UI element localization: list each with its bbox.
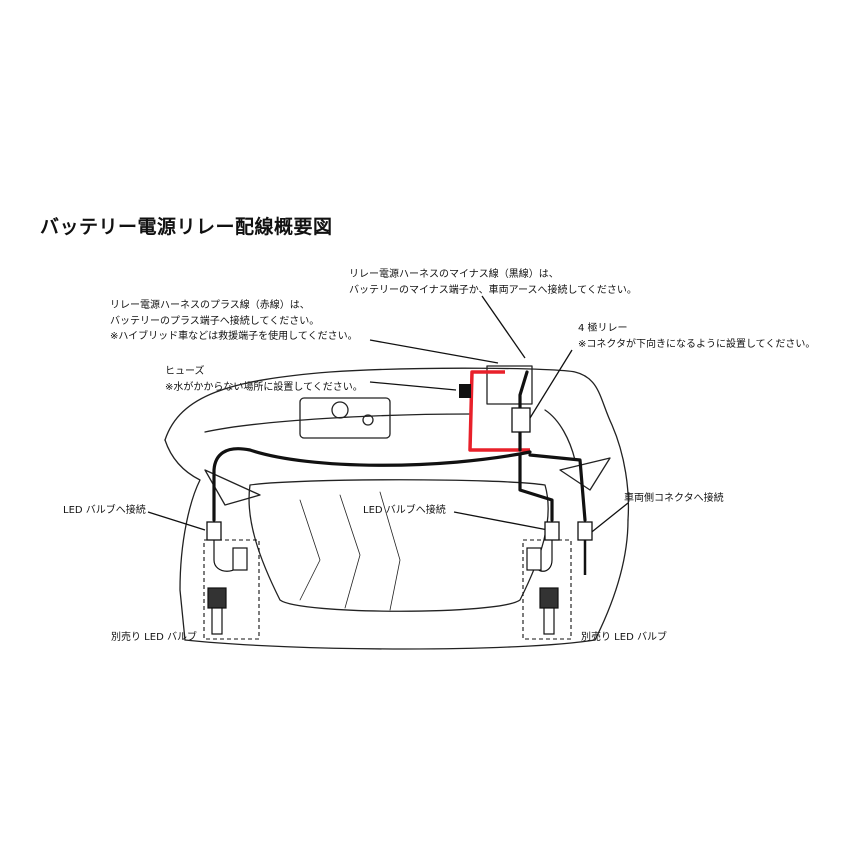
minus-wire-note-line-2: バッテリーのマイナス端子か、車両アースへ接続してください。 <box>349 284 637 296</box>
hood-outline <box>164 367 630 521</box>
relay-note-line-1: 4 極リレー <box>578 323 628 334</box>
minus-wire-note-line-1: リレー電源ハーネスのマイナス線（黒線）は、 <box>349 269 559 280</box>
bulb-right-body <box>526 547 542 571</box>
spindle-grille <box>248 479 549 612</box>
bulb-right-base <box>539 587 559 609</box>
right-fender <box>594 519 629 641</box>
plus-wire-note: リレー電源ハーネスのプラス線（赤線）は、 バッテリーのプラス端子へ接続してくださ… <box>110 298 358 345</box>
pointer-minus <box>481 295 526 359</box>
led-connect-center-label: LED バルブへ接続 <box>363 505 446 516</box>
engine-cap-1 <box>331 401 349 419</box>
led-connect-left-label: LED バルブへ接続 <box>63 505 146 516</box>
connector-center <box>544 521 560 541</box>
grille-inner <box>299 491 401 611</box>
fuse-note: ヒューズ ※水がかからない場所に設置してください。 <box>165 364 363 395</box>
battery-box <box>486 365 533 405</box>
bulb-left-tip <box>211 607 223 635</box>
fuse-note-line-1: ヒューズ <box>165 366 205 377</box>
minus-wire-note: リレー電源ハーネスのマイナス線（黒線）は、 バッテリーのマイナス端子か、車両アー… <box>349 267 637 298</box>
plus-wire <box>468 370 530 452</box>
harness-right <box>518 453 554 522</box>
pointer-vehicle <box>587 502 629 536</box>
bulb-left-base <box>207 587 227 609</box>
diagram-title: バッテリー電源リレー配線概要図 <box>40 216 333 238</box>
pointer-led-center <box>453 511 549 531</box>
engine-bay-right <box>544 409 576 461</box>
connector-vehicle <box>577 521 593 541</box>
bulb-left-body <box>232 547 248 571</box>
fuse-note-line-2: ※水がかからない場所に設置してください。 <box>165 381 363 393</box>
pointer-plus <box>369 339 499 364</box>
relay-note-line-2: ※コネクタが下向きになるように設置してください。 <box>578 338 816 350</box>
plus-wire-note-line-3: ※ハイブリッド車などは救援端子を使用してください。 <box>110 331 358 342</box>
plus-wire-note-line-1: リレー電源ハーネスのプラス線（赤線）は、 <box>110 300 310 311</box>
relay <box>511 407 531 433</box>
engine-bay-edge <box>204 413 471 433</box>
harness-left <box>212 447 532 522</box>
engine-block <box>299 397 391 439</box>
plus-wire-note-line-2: バッテリーのプラス端子へ接続してください。 <box>110 315 320 327</box>
pointer-relay <box>529 349 573 419</box>
bumper-bottom <box>184 639 596 650</box>
right-headlight <box>559 457 611 491</box>
vehicle-connector-label: 車両側コネクタへ接続 <box>624 493 724 504</box>
bulb-box-right <box>522 539 572 640</box>
pointer-fuse <box>369 381 457 391</box>
engine-cap-2 <box>362 414 374 426</box>
relay-note: 4 極リレー ※コネクタが下向きになるように設置してください。 <box>578 321 815 352</box>
left-fender <box>164 439 201 641</box>
bulb-right-label: 別売り LED バルブ <box>581 632 667 643</box>
bulb-left-label: 別売り LED バルブ <box>111 632 197 643</box>
pointer-led-left <box>147 511 206 531</box>
connector-left <box>206 521 222 541</box>
bulb-right-tip <box>543 607 555 635</box>
harness-vehicle <box>528 453 587 522</box>
fuse <box>459 384 471 398</box>
